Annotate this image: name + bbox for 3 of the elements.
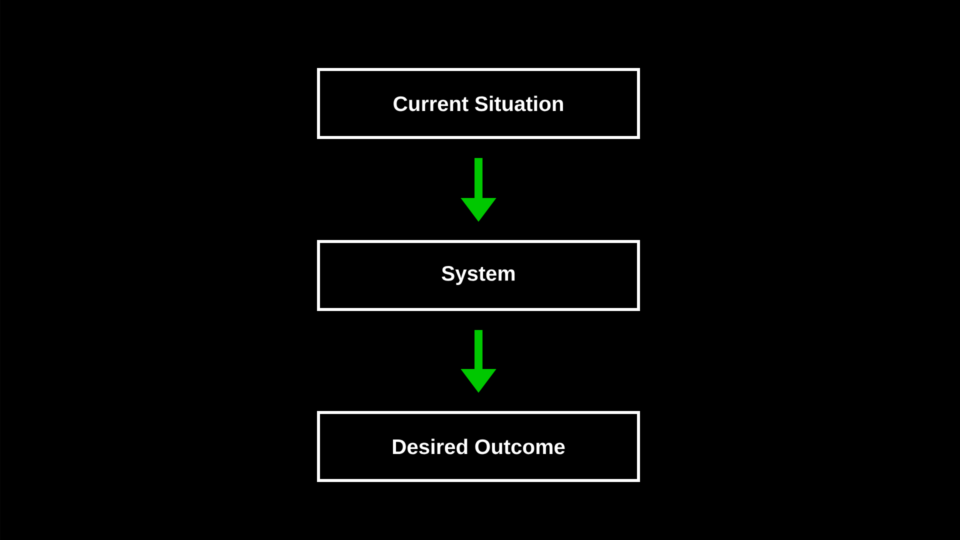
- process-box: Current Situation: [317, 68, 640, 139]
- process-box: System: [317, 240, 640, 311]
- process-box: Desired Outcome: [317, 411, 640, 482]
